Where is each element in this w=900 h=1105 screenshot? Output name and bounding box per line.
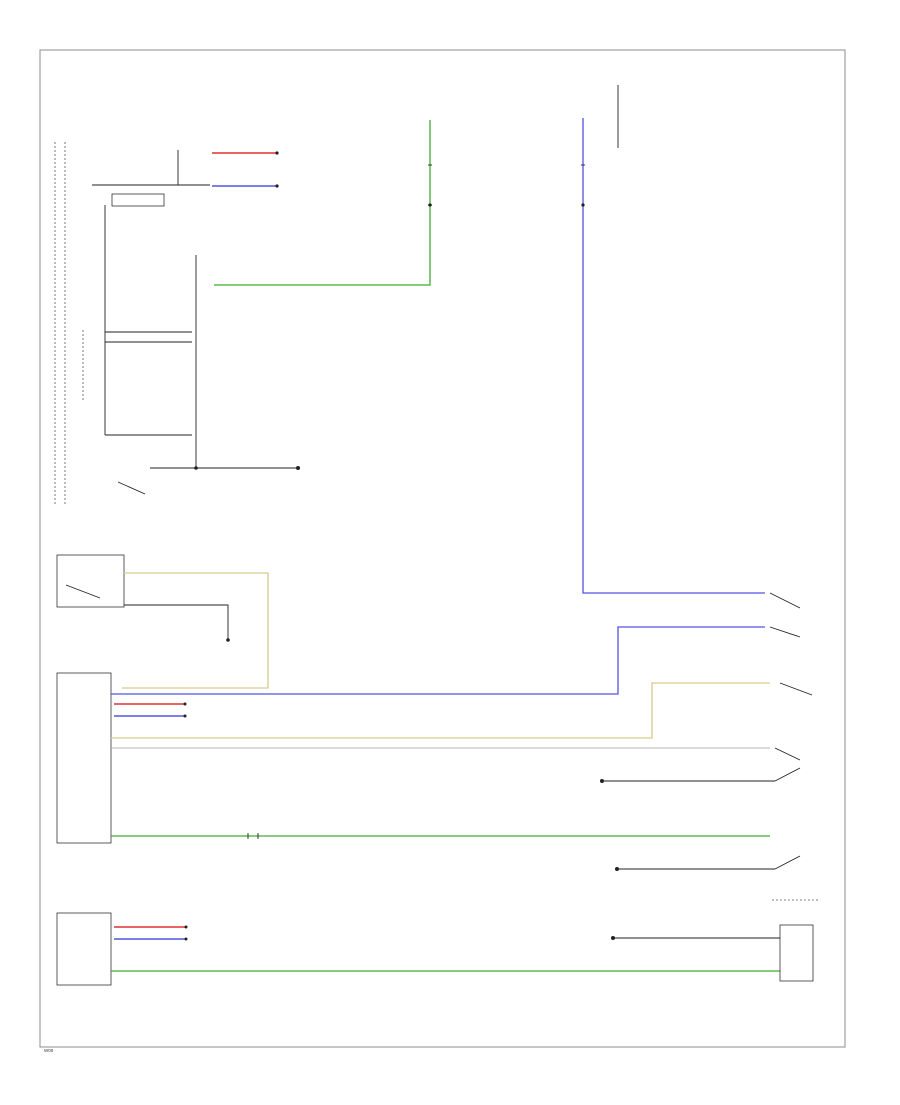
- bottom-right-module: [611, 924, 814, 982]
- right-switches: [600, 592, 820, 901]
- green-wire-top: [214, 120, 432, 286]
- bottom-control-unit: [56, 912, 780, 986]
- footer-code: W00: [44, 1048, 54, 1053]
- blue-wire-right: [581, 85, 765, 594]
- relay-module: [56, 554, 269, 689]
- diagram-frame: [39, 49, 846, 1048]
- body-control-module: [56, 626, 770, 844]
- combination-meter-block: [54, 142, 300, 505]
- can-pair-top: [212, 151, 279, 188]
